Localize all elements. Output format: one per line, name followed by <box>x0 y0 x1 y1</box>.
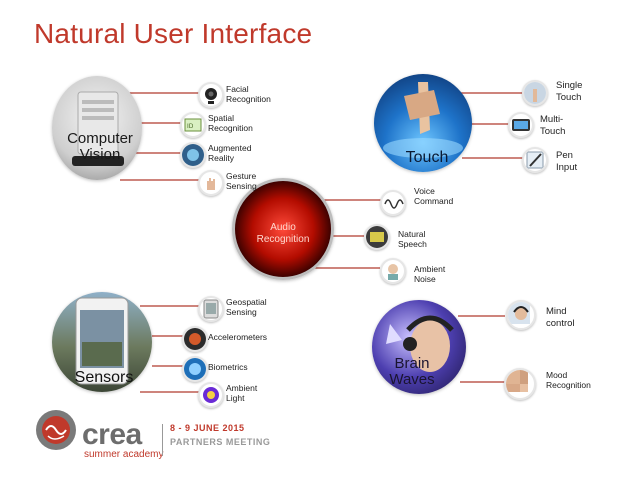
spatial-map-icon: ID <box>180 112 206 138</box>
augmented-reality-label: Augmented Reality <box>208 143 252 163</box>
accelerometer-icon <box>182 326 208 352</box>
phone-image <box>75 297 129 385</box>
biometrics-label: Biometrics <box>208 362 248 372</box>
voice-command-label: Voice Command <box>414 186 454 206</box>
gesture-hand-icon <box>198 170 224 196</box>
webcam-icon <box>198 82 224 108</box>
multi-touch-icon <box>508 112 534 138</box>
svg-text:ID: ID <box>187 123 194 130</box>
mood-recognition-icon <box>504 368 536 400</box>
console-image <box>72 91 124 166</box>
summer-academy-text: summer academy <box>84 449 164 460</box>
event-date: 8 - 9 JUNE 2015 <box>170 423 245 433</box>
single-touch-label: Single Touch <box>556 80 583 103</box>
ambient-noise-label: Ambient Noise <box>414 264 446 284</box>
multi-touch-label: Multi-Touch <box>540 114 566 137</box>
ambient-noise-icon <box>380 258 406 284</box>
pen-input-label: Pen Input <box>556 150 578 173</box>
crea-brain-logo <box>34 408 78 457</box>
brain-waves-label: Brain Waves <box>389 355 435 388</box>
computer-vision-hub <box>52 76 142 180</box>
brain-waves-hub <box>372 300 466 394</box>
crea-word: crea <box>82 418 142 451</box>
biometrics-icon <box>182 356 208 382</box>
computer-vision-label: Computer Vision <box>67 130 133 163</box>
crea-logo-text: crea <box>82 418 142 452</box>
sensors-label: Sensors <box>74 369 134 386</box>
single-touch-icon <box>522 80 548 106</box>
augmented-reality-icon <box>180 142 206 168</box>
audio-recognition-label: Audio Recognition <box>256 222 310 245</box>
pen-input-icon <box>522 147 548 173</box>
touch-label: Touch <box>405 149 449 166</box>
mind-control-label: Mind control <box>546 306 575 329</box>
touch-hub <box>374 74 472 172</box>
finger-image <box>383 82 463 158</box>
spatial-recognition-label: Spatial Recognition <box>208 113 253 133</box>
event-name: PARTNERS MEETING <box>170 437 271 447</box>
mood-recognition-label: Mood Recognition <box>546 370 591 390</box>
voice-command-icon <box>380 190 406 216</box>
ambient-light-icon <box>198 382 224 408</box>
page-title: Natural User Interface <box>34 18 313 49</box>
mind-control-icon <box>506 300 536 330</box>
facial-recognition-label: Facial Recognition <box>226 84 271 104</box>
headset-face-image <box>386 315 454 372</box>
footer-divider <box>162 424 163 456</box>
sensors-hub <box>52 292 152 392</box>
natural-speech-label: Natural Speech <box>398 229 427 249</box>
geospatial-sensing-icon <box>198 296 224 322</box>
ambient-light-label: Ambient Light <box>226 383 258 403</box>
geospatial-sensing-label: Geospatial Sensing <box>226 297 267 317</box>
audio-recognition-hub <box>232 178 334 280</box>
accelerometers-label: Accelerometers <box>208 332 268 342</box>
gesture-sensing-label: Gesture Sensing <box>226 171 257 191</box>
natural-speech-icon <box>364 224 390 250</box>
